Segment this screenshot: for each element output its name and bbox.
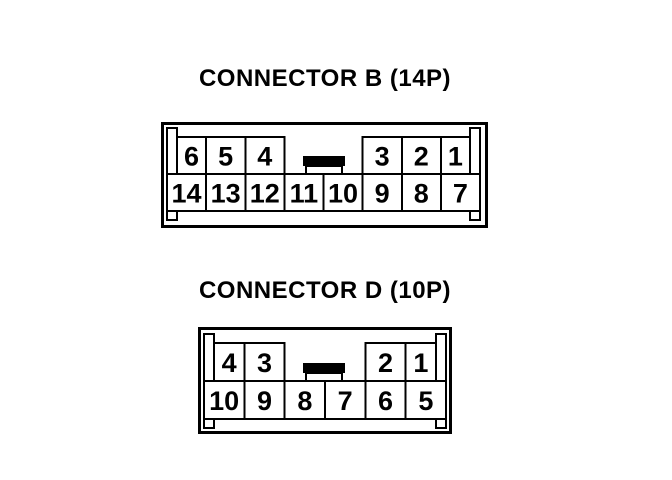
- pin-label: 6: [184, 142, 199, 172]
- pin-label: 2: [414, 142, 429, 172]
- pin-cell: [361, 173, 403, 212]
- pin-label: 10: [209, 386, 239, 416]
- pin-label: 8: [414, 179, 429, 209]
- pin-cell: [439, 136, 471, 175]
- latch-icon: [303, 363, 345, 373]
- pin-cell: [400, 136, 442, 175]
- pin-label: 2: [378, 348, 393, 378]
- pin-label: 1: [448, 142, 463, 172]
- pin-label: 7: [453, 179, 468, 209]
- pin-cell: [400, 173, 442, 212]
- pin-cell: [205, 173, 247, 212]
- connector-d-title: CONNECTOR D (10P): [198, 277, 452, 304]
- pin-cell: [244, 173, 286, 212]
- latch-base: [305, 372, 343, 382]
- pin-cell: [205, 136, 247, 175]
- pin-label: 10: [328, 179, 358, 209]
- pin-label: 7: [338, 386, 353, 416]
- pin-label: 14: [172, 179, 202, 209]
- pin-cell: [364, 342, 407, 382]
- connector-b-title: CONNECTOR B (14P): [198, 65, 452, 92]
- pin-cell: [322, 173, 364, 212]
- pin-label: 1: [413, 348, 428, 378]
- pin-cell: [364, 380, 407, 420]
- pin-cell: [244, 136, 286, 175]
- pin-label: 5: [418, 386, 433, 416]
- pin-cell: [243, 380, 286, 420]
- pin-label: 3: [375, 142, 390, 172]
- pin-cell: [283, 380, 326, 420]
- pin-label: 4: [222, 348, 237, 378]
- pin-cell: [243, 342, 286, 382]
- pin-label: 12: [250, 179, 280, 209]
- pin-label: 5: [218, 142, 233, 172]
- pin-label: 13: [211, 179, 241, 209]
- latch-base: [305, 165, 343, 175]
- pin-cell: [439, 173, 481, 212]
- latch-icon: [303, 156, 345, 166]
- pin-label: 3: [257, 348, 272, 378]
- pin-label: 8: [297, 386, 312, 416]
- pin-label: 9: [257, 386, 272, 416]
- pin-cell: [404, 380, 448, 420]
- pin-label: 11: [290, 179, 319, 209]
- pin-label: 6: [378, 386, 393, 416]
- pin-label: 4: [257, 142, 272, 172]
- pin-cell: [404, 342, 438, 382]
- pin-label: 9: [375, 179, 390, 209]
